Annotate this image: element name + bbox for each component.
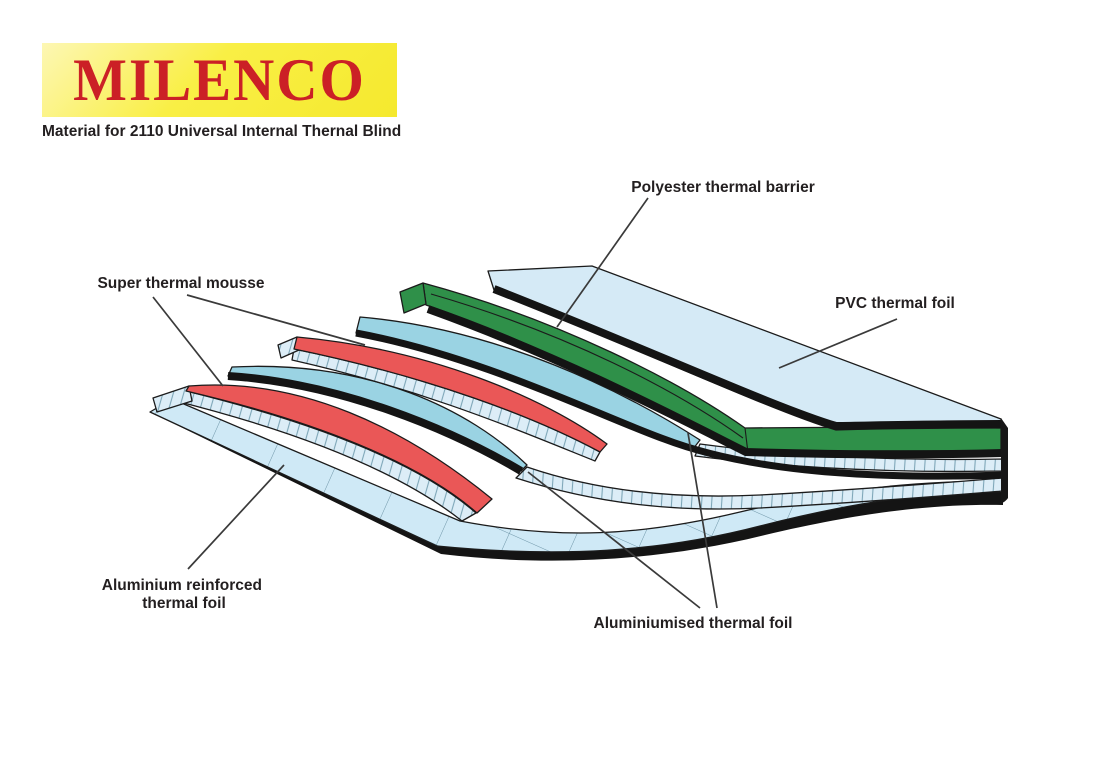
leader-pvc <box>778 318 898 369</box>
adhesive-under-pvc <box>492 285 1002 431</box>
leader-alu-reinforced <box>187 464 285 570</box>
leader-aluminiumised-a <box>527 471 701 609</box>
adhesive-under-upper-aluminiumised <box>355 329 1004 480</box>
diagram-title: Material for 2110 Universal Internal The… <box>42 123 402 140</box>
label-polyester-thermal-barrier: Polyester thermal barrier <box>631 179 815 196</box>
polyester-bevel-line <box>430 293 744 439</box>
right-end-face <box>1001 418 1008 503</box>
milenco-logo: MILENCO <box>42 43 397 117</box>
label-aluminium-reinforced: Aluminium reinforced thermal foil <box>102 577 267 612</box>
brand-name: MILENCO <box>73 46 366 114</box>
layer-super-thermal-mousse-lower <box>185 384 493 514</box>
label-aluminiumised-thermal-foil: Aluminiumised thermal foil <box>594 615 793 632</box>
leader-mousse-upper <box>186 294 366 346</box>
mousse-lower-cross-section <box>171 390 477 522</box>
leader-aluminiumised-b <box>687 432 718 609</box>
leader-polyester <box>556 197 649 328</box>
underside-black-edge <box>150 412 1003 561</box>
mousse-lower-end-face <box>152 385 193 413</box>
label-super-thermal-mousse: Super thermal mousse <box>97 275 264 292</box>
label-pvc-thermal-foil: PVC thermal foil <box>835 295 955 312</box>
leader-mousse-lower <box>152 296 224 387</box>
polyester-end-face <box>399 282 427 314</box>
adhesive-under-lower-aluminiumised <box>227 372 524 475</box>
layer-super-thermal-mousse-upper <box>293 336 608 453</box>
adhesive-under-polyester <box>426 305 1004 459</box>
